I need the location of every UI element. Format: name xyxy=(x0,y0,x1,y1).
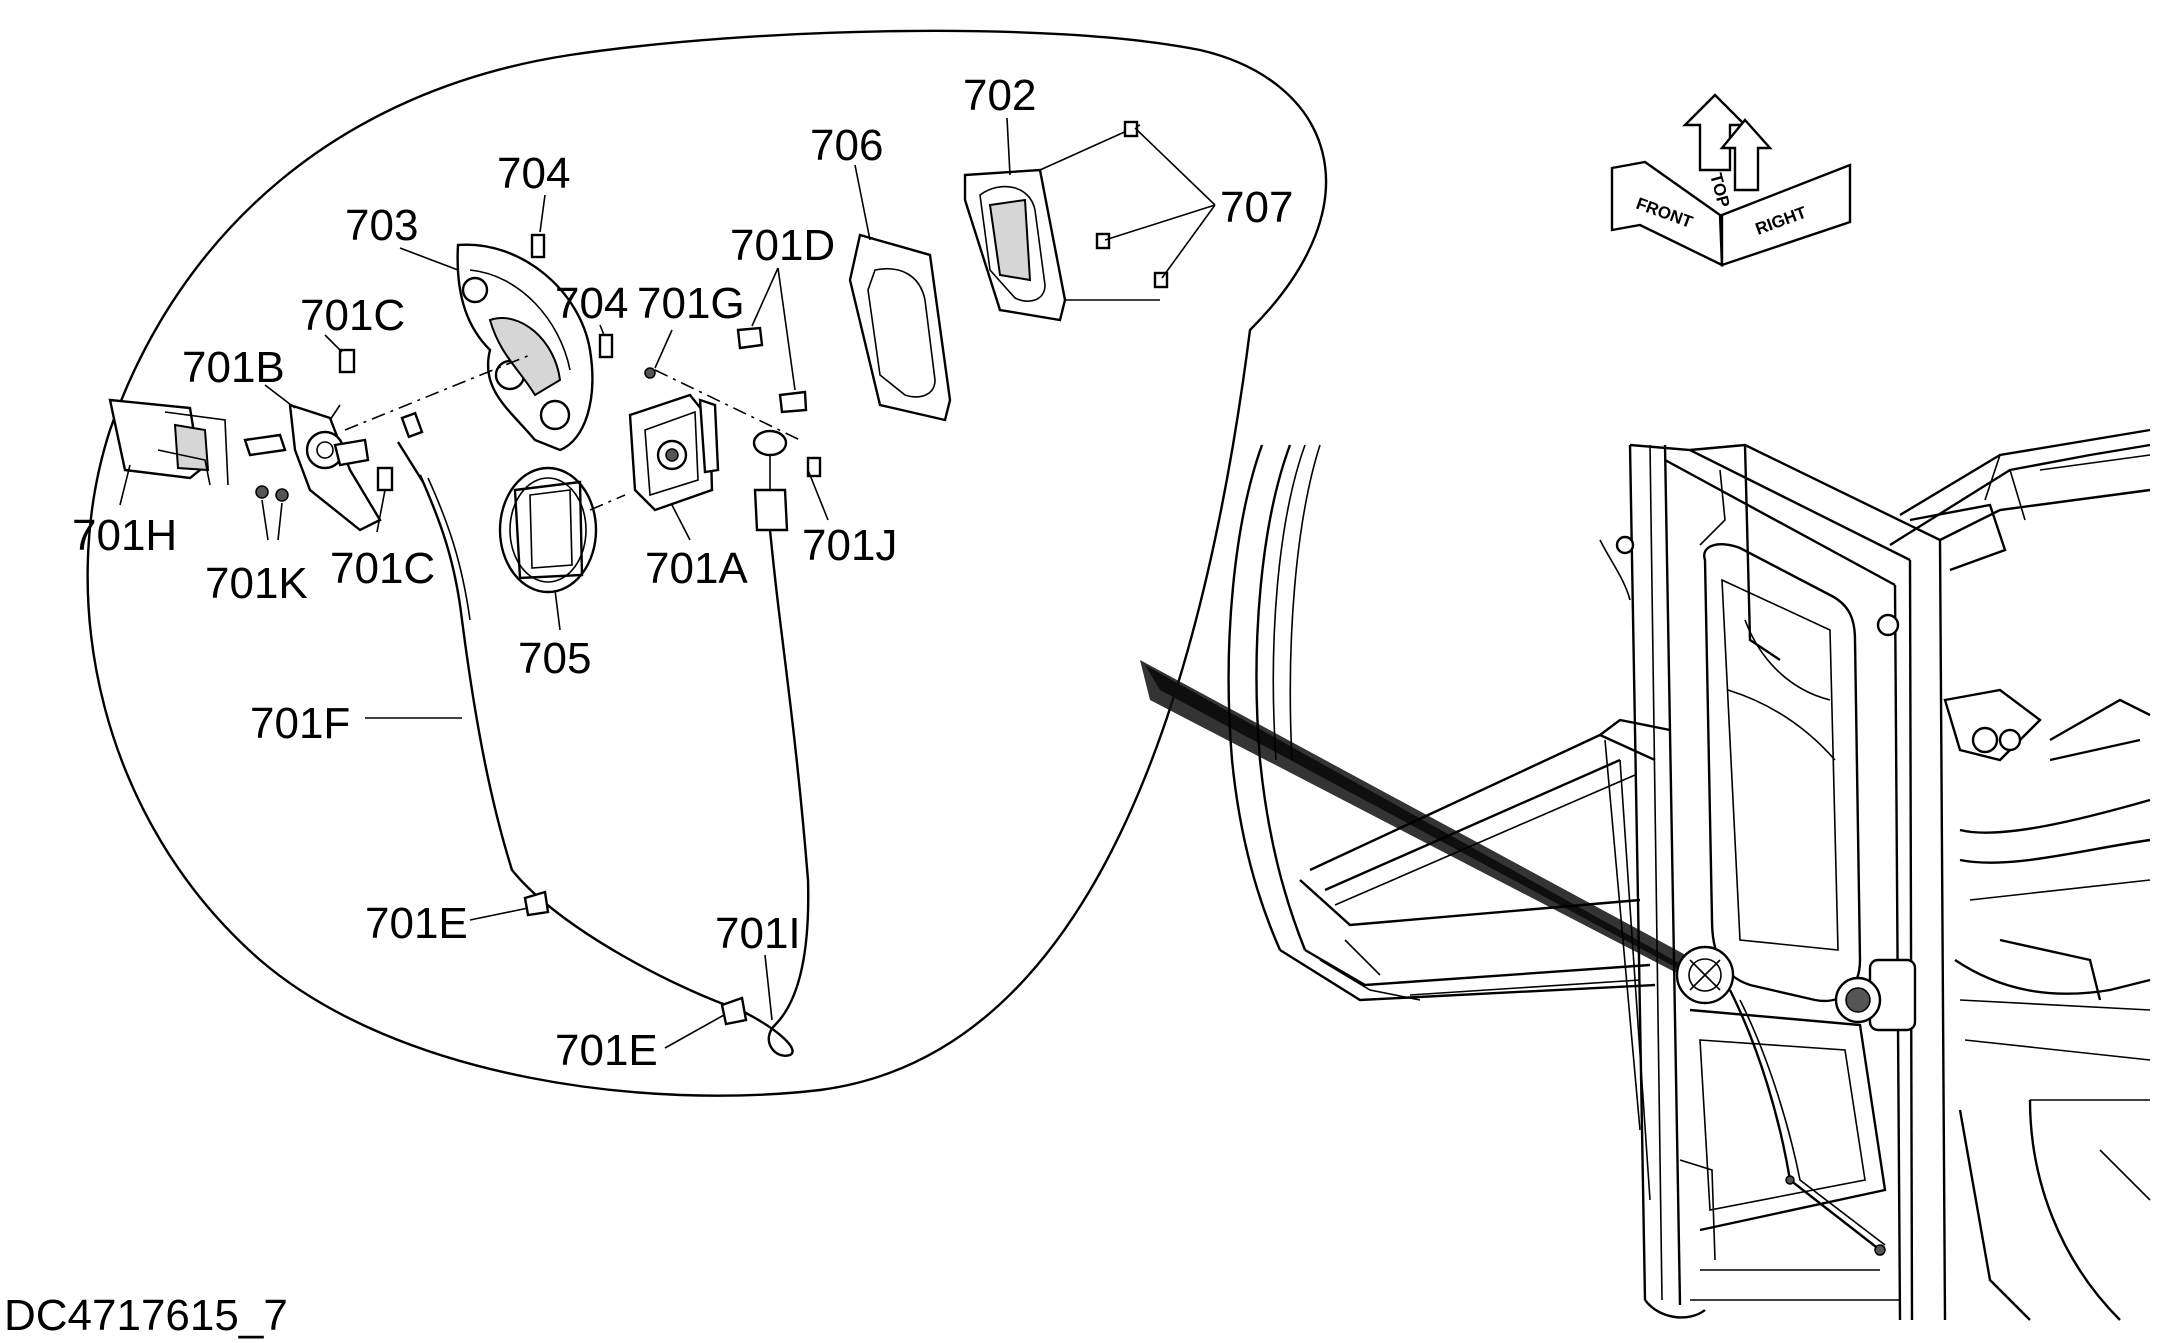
callout-702: 702 xyxy=(963,71,1036,120)
diagram-id-label: DC4717615_7 xyxy=(4,1291,288,1340)
callout-701G: 701G xyxy=(637,279,745,328)
callout-704-top: 704 xyxy=(497,149,570,198)
callout-706: 706 xyxy=(810,121,883,170)
callout-701C-top: 701C xyxy=(300,291,405,340)
part-701B-lever xyxy=(243,403,382,532)
part-701K-screws xyxy=(255,485,289,502)
callout-701E-top: 701E xyxy=(365,899,468,948)
callout-701A: 701A xyxy=(645,544,748,593)
callout-701D: 701D xyxy=(730,221,835,270)
part-701D-bolts xyxy=(736,326,808,414)
part-706-gasket xyxy=(848,233,952,422)
callout-701I: 701I xyxy=(715,909,801,958)
part-704-screw-top xyxy=(530,233,546,259)
cab-frame-illustration xyxy=(1227,428,2151,1321)
part-704-screw-mid xyxy=(598,333,614,359)
part-707-screws xyxy=(1095,120,1169,289)
part-703-cover xyxy=(456,243,594,452)
leader-lines xyxy=(119,117,1216,1049)
callout-701E-bottom: 701E xyxy=(555,1026,658,1075)
part-701H-handle xyxy=(108,398,229,486)
part-701I-rod xyxy=(752,429,789,532)
part-701E-clip-bottom xyxy=(720,996,748,1026)
callout-701F: 701F xyxy=(250,699,350,748)
orientation-top-label: TOP xyxy=(1706,171,1733,209)
callout-707: 707 xyxy=(1220,183,1293,232)
part-701C-screws xyxy=(338,348,424,492)
callout-701H: 701H xyxy=(72,511,177,560)
detail-leader-wedge-dark xyxy=(1140,660,1700,985)
callout-701B: 701B xyxy=(182,343,285,392)
assembly-axis-2 xyxy=(654,369,801,441)
orientation-indicator: FRONT TOP RIGHT xyxy=(1610,93,1852,267)
detail-bubble-outline xyxy=(86,29,1328,1097)
callout-701C-bottom: 701C xyxy=(330,544,435,593)
callout-705: 705 xyxy=(518,634,591,683)
callout-704-mid: 704 xyxy=(555,279,628,328)
part-702-bezel xyxy=(963,124,1160,322)
part-701J-screw xyxy=(806,456,822,478)
callout-701K: 701K xyxy=(205,559,308,608)
callout-701J: 701J xyxy=(802,521,897,570)
part-701A-latch xyxy=(628,393,720,512)
part-701G xyxy=(644,367,656,379)
part-701F-cable xyxy=(418,474,810,1057)
part-705-housing xyxy=(498,466,626,594)
part-701F-cable-end xyxy=(396,441,425,483)
callout-703: 703 xyxy=(345,201,418,250)
part-701E-clip-top xyxy=(523,890,550,917)
assembly-axis-1 xyxy=(344,354,531,431)
